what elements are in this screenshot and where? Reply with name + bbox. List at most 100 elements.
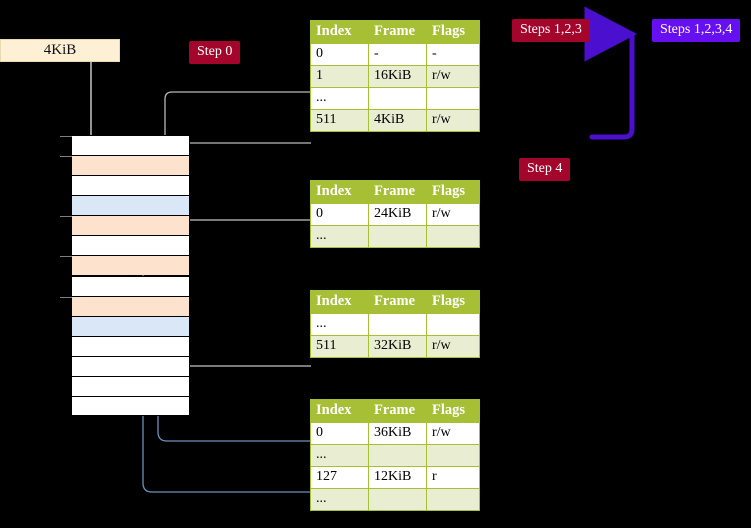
memory-frame-row <box>71 335 190 356</box>
violet-bracket-arrow <box>584 6 637 140</box>
column-header-frame: Frame <box>368 20 427 44</box>
column-header-frame: Frame <box>368 180 427 204</box>
table-cell-flags <box>426 87 480 110</box>
memory-frame-tick <box>60 296 72 298</box>
memory-frame-tick <box>60 216 72 218</box>
table-cell-flags: r/w <box>426 203 480 226</box>
table-cell-frame: 4KiB <box>368 109 427 132</box>
table-cell-index: ... <box>310 488 369 511</box>
wire-4kib-to-memory <box>77 50 103 155</box>
badge-steps-1-2-3: Steps 1,2,3 <box>512 19 590 42</box>
table-row: ... <box>310 225 480 248</box>
table-cell-index: ... <box>310 313 369 336</box>
memory-frame-row <box>60 135 190 156</box>
table-cell-frame <box>368 313 427 336</box>
memory-frame-row <box>60 215 190 236</box>
table-cell-flags <box>426 488 480 511</box>
table-cell-index: ... <box>310 87 369 110</box>
table-cell-frame <box>368 488 427 511</box>
memory-frame-row <box>60 295 190 316</box>
table-row: ... <box>310 313 480 336</box>
table-cell-frame: 36KiB <box>368 422 427 445</box>
table-cell-flags: r/w <box>426 422 480 445</box>
memory-frame-row <box>60 255 190 276</box>
table-cell-index: 0 <box>310 43 369 66</box>
memory-frame-row <box>71 315 190 336</box>
table-cell-flags: r/w <box>426 335 480 358</box>
badge-steps-1-2-3-4: Steps 1,2,3,4 <box>652 19 741 42</box>
physical-memory-column <box>60 135 190 416</box>
memory-frame-row <box>71 375 190 396</box>
table-cell-frame <box>368 444 427 467</box>
table-cell-index: 1 <box>310 65 369 88</box>
memory-frame-tick <box>60 156 72 158</box>
table-cell-index: 127 <box>310 466 369 489</box>
table-cell-index: 0 <box>310 203 369 226</box>
table-cell-flags <box>426 444 480 467</box>
table-row: ... <box>310 444 480 467</box>
table-cell-index: ... <box>310 225 369 248</box>
badge-step-0: Step 0 <box>189 41 241 64</box>
memory-frame-row <box>71 235 190 256</box>
table-cell-index: 0 <box>310 422 369 445</box>
column-header-frame: Frame <box>368 399 427 423</box>
table-row: 0-- <box>310 43 480 66</box>
table-cell-frame: 32KiB <box>368 335 427 358</box>
table-cell-frame: 24KiB <box>368 203 427 226</box>
column-header-flags: Flags <box>426 20 480 44</box>
wire-table1-row511-to-memory <box>176 142 311 161</box>
column-header-flags: Flags <box>426 180 480 204</box>
table-cell-index: 511 <box>310 335 369 358</box>
table-cell-flags: r/w <box>426 109 480 132</box>
table-cell-frame <box>368 87 427 110</box>
table-cell-flags <box>426 225 480 248</box>
memory-frame-row <box>71 355 190 376</box>
memory-frame-row <box>71 175 190 196</box>
column-header-index: Index <box>310 290 369 314</box>
table-cell-frame: - <box>368 43 427 66</box>
table-cell-frame <box>368 225 427 248</box>
table-row: ... <box>310 87 480 110</box>
table-row: ... <box>310 488 480 511</box>
wire-table3-to-memory <box>170 299 311 367</box>
wire-table4-row0-to-memory <box>148 335 311 442</box>
table-cell-frame: 16KiB <box>368 65 427 88</box>
memory-frame-tick <box>60 256 72 258</box>
table-cell-flags: - <box>426 43 480 66</box>
memory-frame-row <box>71 195 190 216</box>
wire-table1-row1-to-memory <box>164 91 311 148</box>
table-cell-flags <box>426 313 480 336</box>
table-cell-flags: r <box>426 466 480 489</box>
memory-size-label-box: 4KiB <box>0 39 120 62</box>
memory-frame-row <box>60 155 190 176</box>
table-cell-index: ... <box>310 444 369 467</box>
column-header-index: Index <box>310 180 369 204</box>
table-cell-flags: r/w <box>426 65 480 88</box>
memory-frame-row <box>71 395 190 416</box>
column-header-flags: Flags <box>426 290 480 314</box>
memory-frame-tick <box>60 136 72 137</box>
table-cell-index: 511 <box>310 109 369 132</box>
column-header-flags: Flags <box>426 399 480 423</box>
table-cell-frame: 12KiB <box>368 466 427 489</box>
column-header-index: Index <box>310 20 369 44</box>
memory-size-label: 4KiB <box>43 42 77 58</box>
column-header-frame: Frame <box>368 290 427 314</box>
wire-table4-row127-to-memory <box>133 212 311 493</box>
column-header-index: Index <box>310 399 369 423</box>
